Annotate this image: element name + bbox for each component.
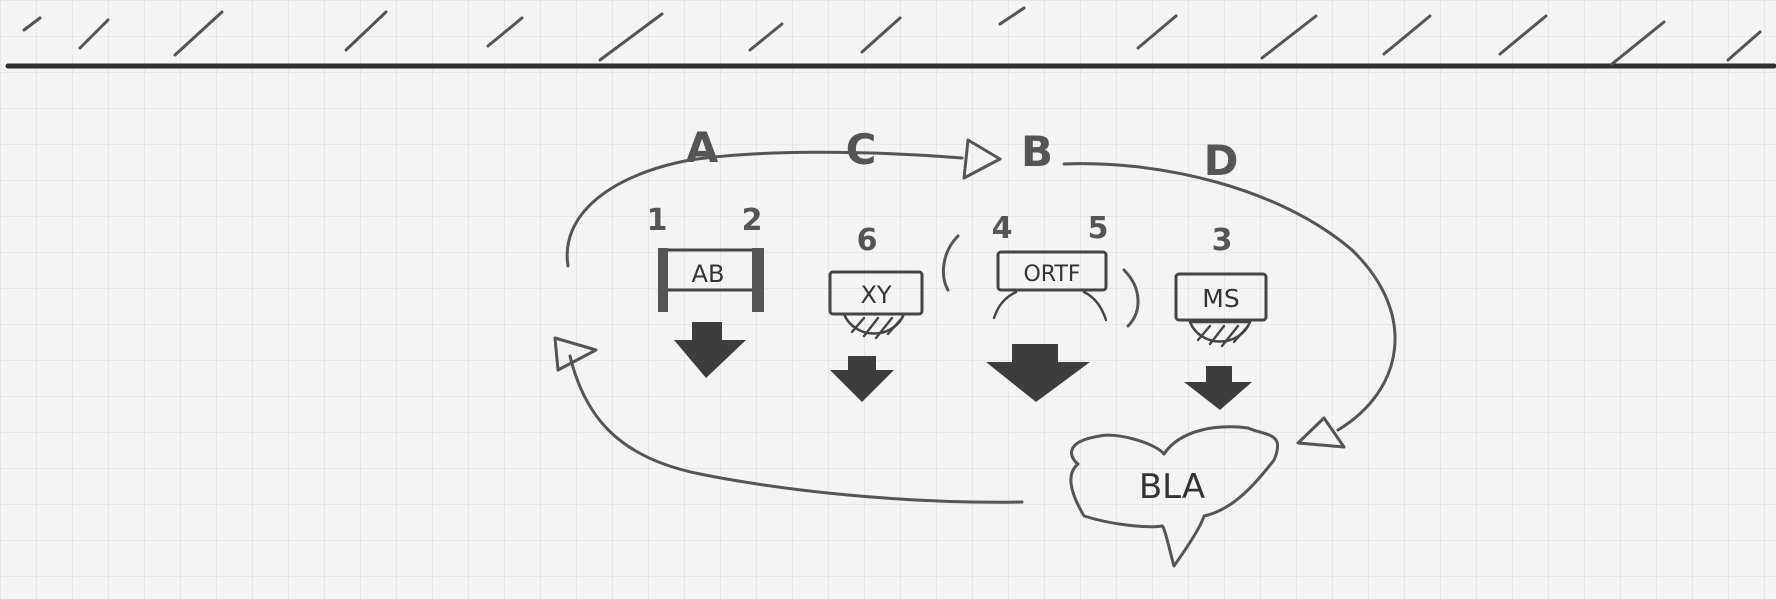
ms-hatch	[1198, 326, 1248, 346]
ortf-down-arrow	[986, 362, 1090, 402]
ms-device: MS	[1176, 274, 1266, 410]
ab-left-post	[658, 248, 668, 312]
ab-right-post	[752, 248, 764, 312]
number-6: 6	[857, 223, 878, 258]
ms-down-arrow-stem	[1206, 366, 1232, 386]
number-3: 3	[1212, 223, 1233, 258]
number-2: 2	[742, 203, 763, 238]
label-d: D	[1204, 136, 1239, 185]
ab-down-arrow-stem	[692, 322, 722, 344]
label-c: C	[846, 125, 877, 174]
number-1: 1	[647, 203, 668, 238]
label-b: B	[1021, 127, 1053, 176]
number-4: 4	[992, 211, 1013, 246]
bla-speech-bubble: BLA	[1071, 427, 1278, 566]
xy-device: XY	[830, 272, 922, 402]
xy-down-arrow-stem	[848, 356, 876, 374]
ortf-down-arrow-stem	[1012, 344, 1058, 366]
number-5: 5	[1088, 211, 1109, 246]
ortf-device: ORTF	[943, 236, 1138, 402]
right-arrowhead	[1298, 418, 1344, 447]
ms-label: MS	[1202, 284, 1239, 313]
ortf-label: ORTF	[1023, 262, 1080, 287]
ab-down-arrow	[674, 340, 746, 378]
label-a: A	[686, 123, 719, 172]
xy-down-arrow	[830, 370, 894, 402]
ab-label: AB	[692, 260, 725, 288]
top-arrowhead	[964, 140, 1000, 178]
ab-device: AB	[658, 248, 764, 378]
ortf-right-capsule	[1084, 292, 1106, 320]
wall-hatching	[24, 8, 1760, 64]
ortf-right-bracket	[1124, 270, 1138, 326]
left-arrowhead	[555, 338, 596, 370]
ortf-left-capsule	[994, 292, 1016, 318]
ms-down-arrow	[1184, 382, 1252, 410]
ortf-left-bracket	[943, 236, 958, 290]
bla-text: BLA	[1139, 467, 1205, 507]
bottom-loop-curve	[570, 356, 1022, 502]
top-loop-curve	[567, 152, 962, 266]
xy-label: XY	[860, 281, 891, 309]
loop-arrows	[555, 140, 1395, 502]
wall	[8, 8, 1774, 66]
xy-hatch	[852, 318, 902, 338]
